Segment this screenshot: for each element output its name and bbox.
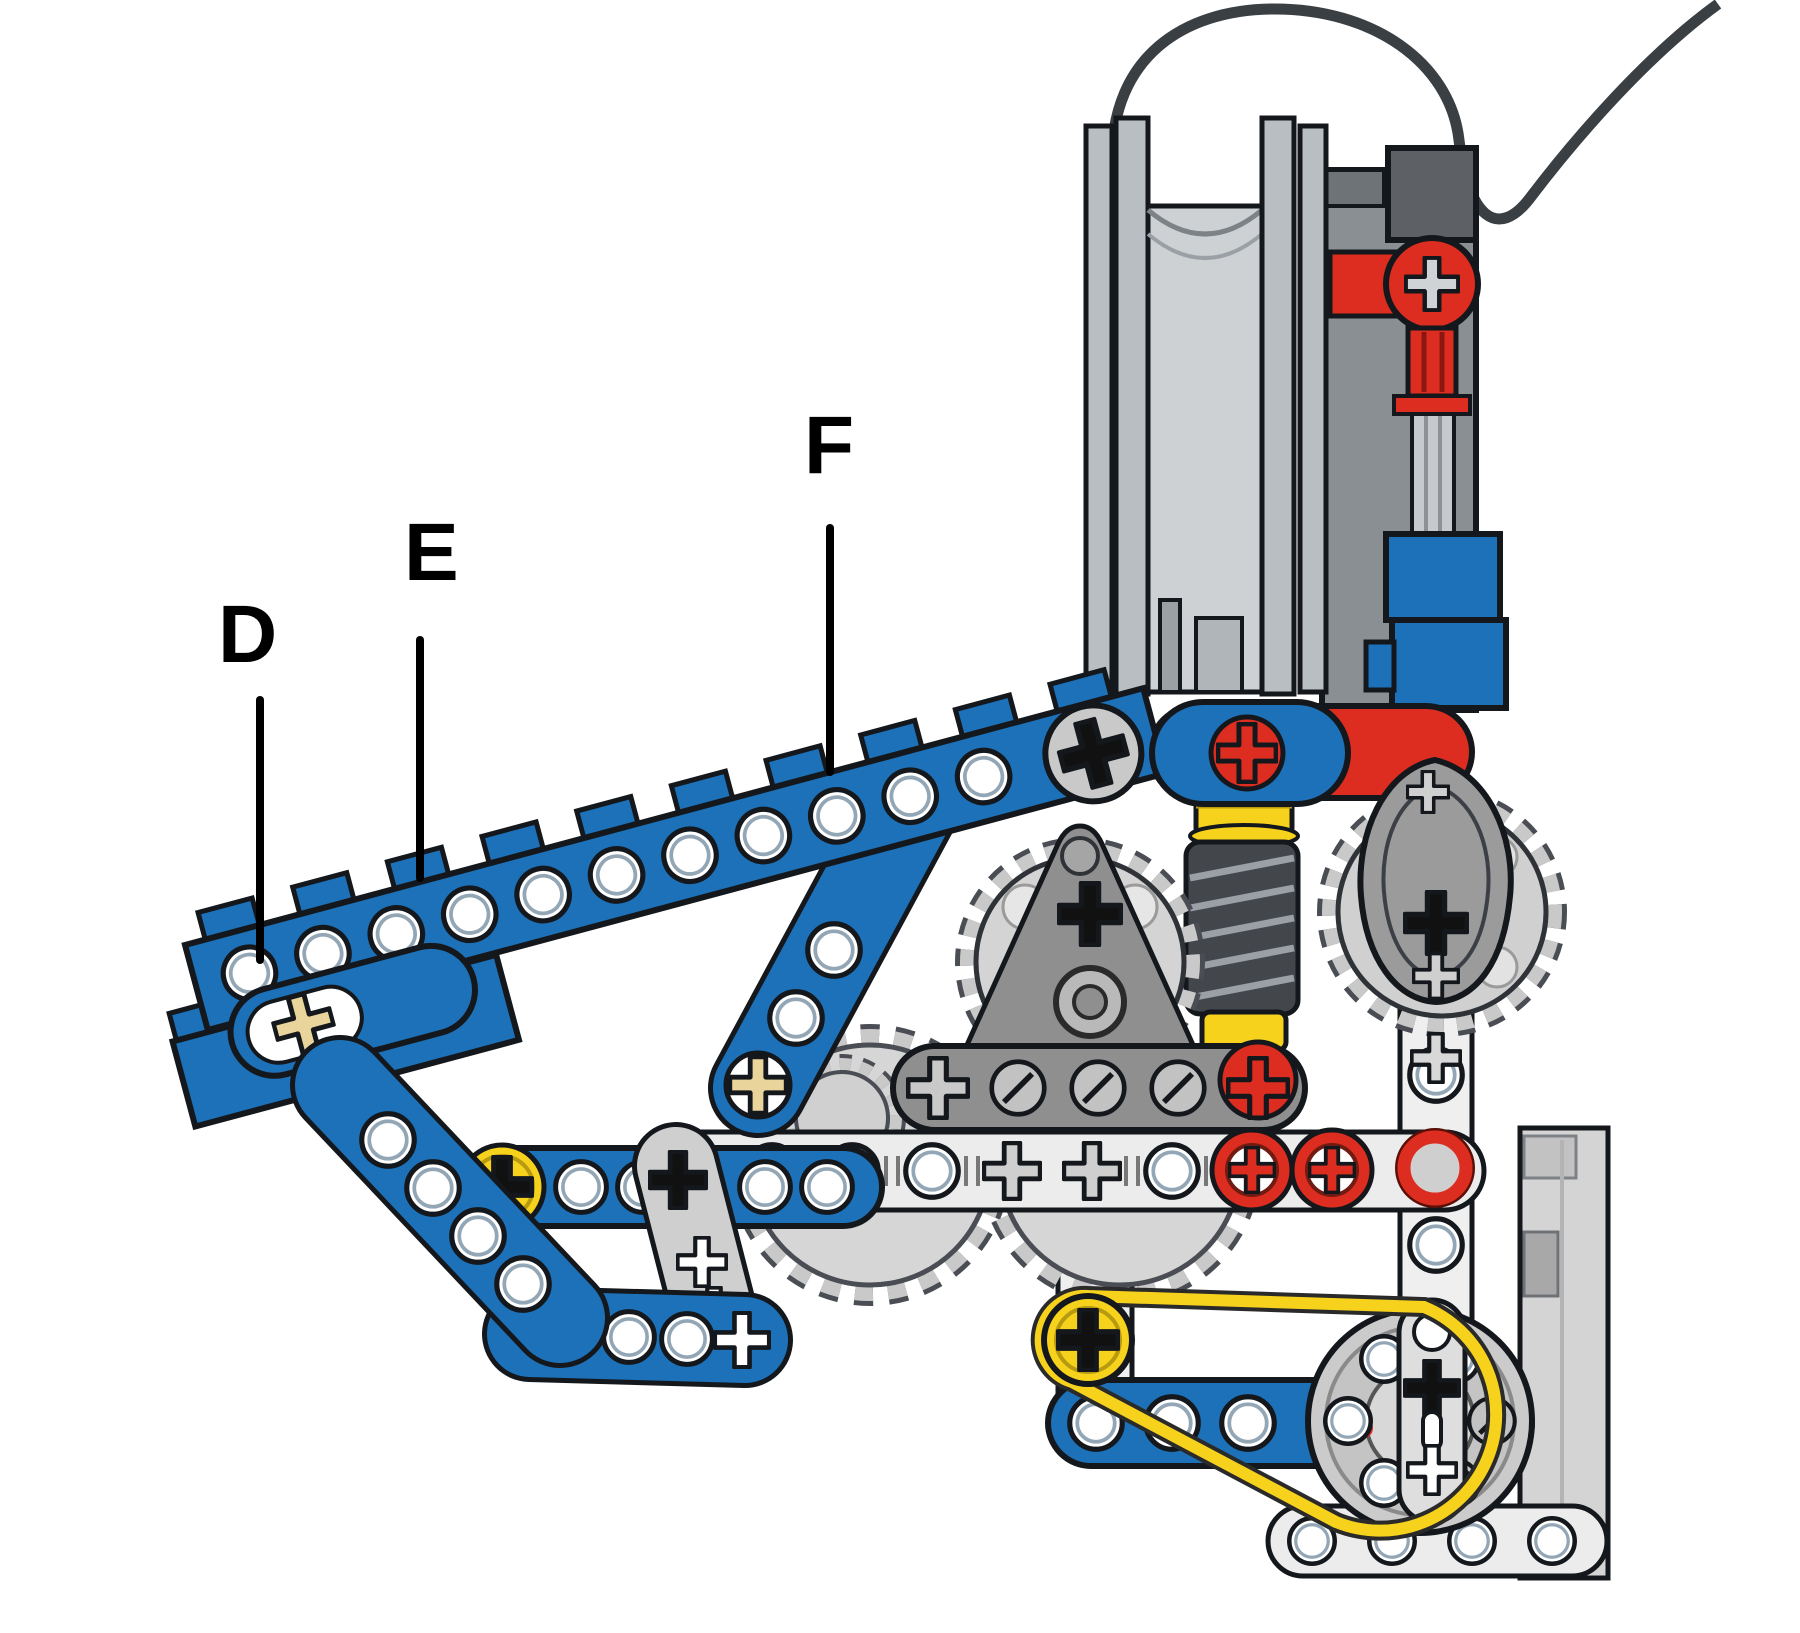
motor-pulley-drum xyxy=(1083,115,1329,697)
power-cable-icon xyxy=(1106,0,1722,225)
axle-joiner-red xyxy=(1327,235,1481,538)
label-e: E xyxy=(404,507,459,598)
bush-red-2 xyxy=(1289,1127,1375,1213)
callout-d: D xyxy=(218,589,277,964)
technic-brick-blue-group xyxy=(166,666,1170,1131)
callout-e: E xyxy=(404,507,459,882)
battery-panel xyxy=(1517,1125,1611,1581)
label-d: D xyxy=(218,589,277,680)
liftarm-dark-horizontal xyxy=(890,1039,1308,1133)
liftarm-blue-diagonal-lower xyxy=(290,1035,610,1368)
label-f: F xyxy=(804,400,854,491)
callout-f: F xyxy=(804,400,854,776)
liftarm-cap-blue xyxy=(1149,699,1351,807)
axle-gray xyxy=(1410,412,1456,538)
bush-red-1 xyxy=(1209,1127,1295,1213)
ring-red xyxy=(1395,1128,1475,1208)
drive-belt-yellow xyxy=(1030,1285,1507,1541)
pulley-small-yellow xyxy=(1041,1293,1135,1387)
brick-2x2-blue-stack xyxy=(1363,531,1509,711)
worm-gear xyxy=(1183,783,1301,1053)
pin-screw-silver xyxy=(1042,702,1145,805)
liftarm-flat-gray xyxy=(632,1122,758,1358)
liftarm-blue-diagonal-upper xyxy=(708,760,958,1138)
cam-lever-gray xyxy=(1357,756,1514,1006)
